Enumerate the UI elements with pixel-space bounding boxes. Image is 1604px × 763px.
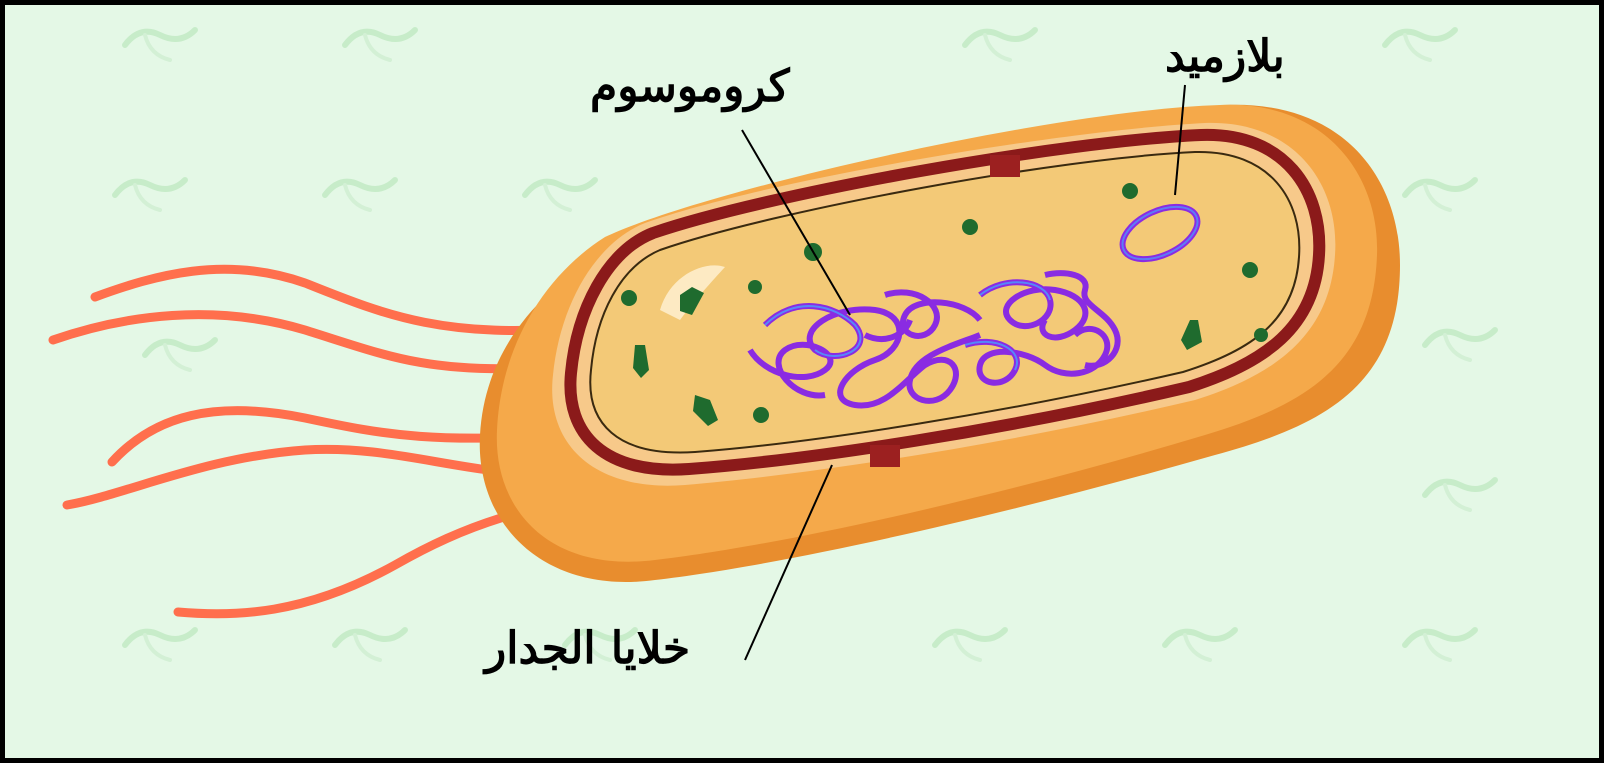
ribosome [1122,183,1138,199]
ribosome [1254,328,1268,342]
plasmid-label: بلازميد [1165,35,1285,79]
flagellum [67,449,552,505]
bacterium-diagram [5,5,1599,758]
ribosome [748,280,762,294]
ribosome [962,219,978,235]
flagellum [95,269,585,330]
flagellum [53,315,535,369]
chromosome-label: كروموسوم [590,65,790,109]
ribosome [621,290,637,306]
ribosome [1242,262,1258,278]
cell-wall-label: خلايا الجدار [485,627,690,671]
ribosome [753,407,769,423]
wall-pore [870,445,900,467]
wall-pore [990,155,1020,177]
